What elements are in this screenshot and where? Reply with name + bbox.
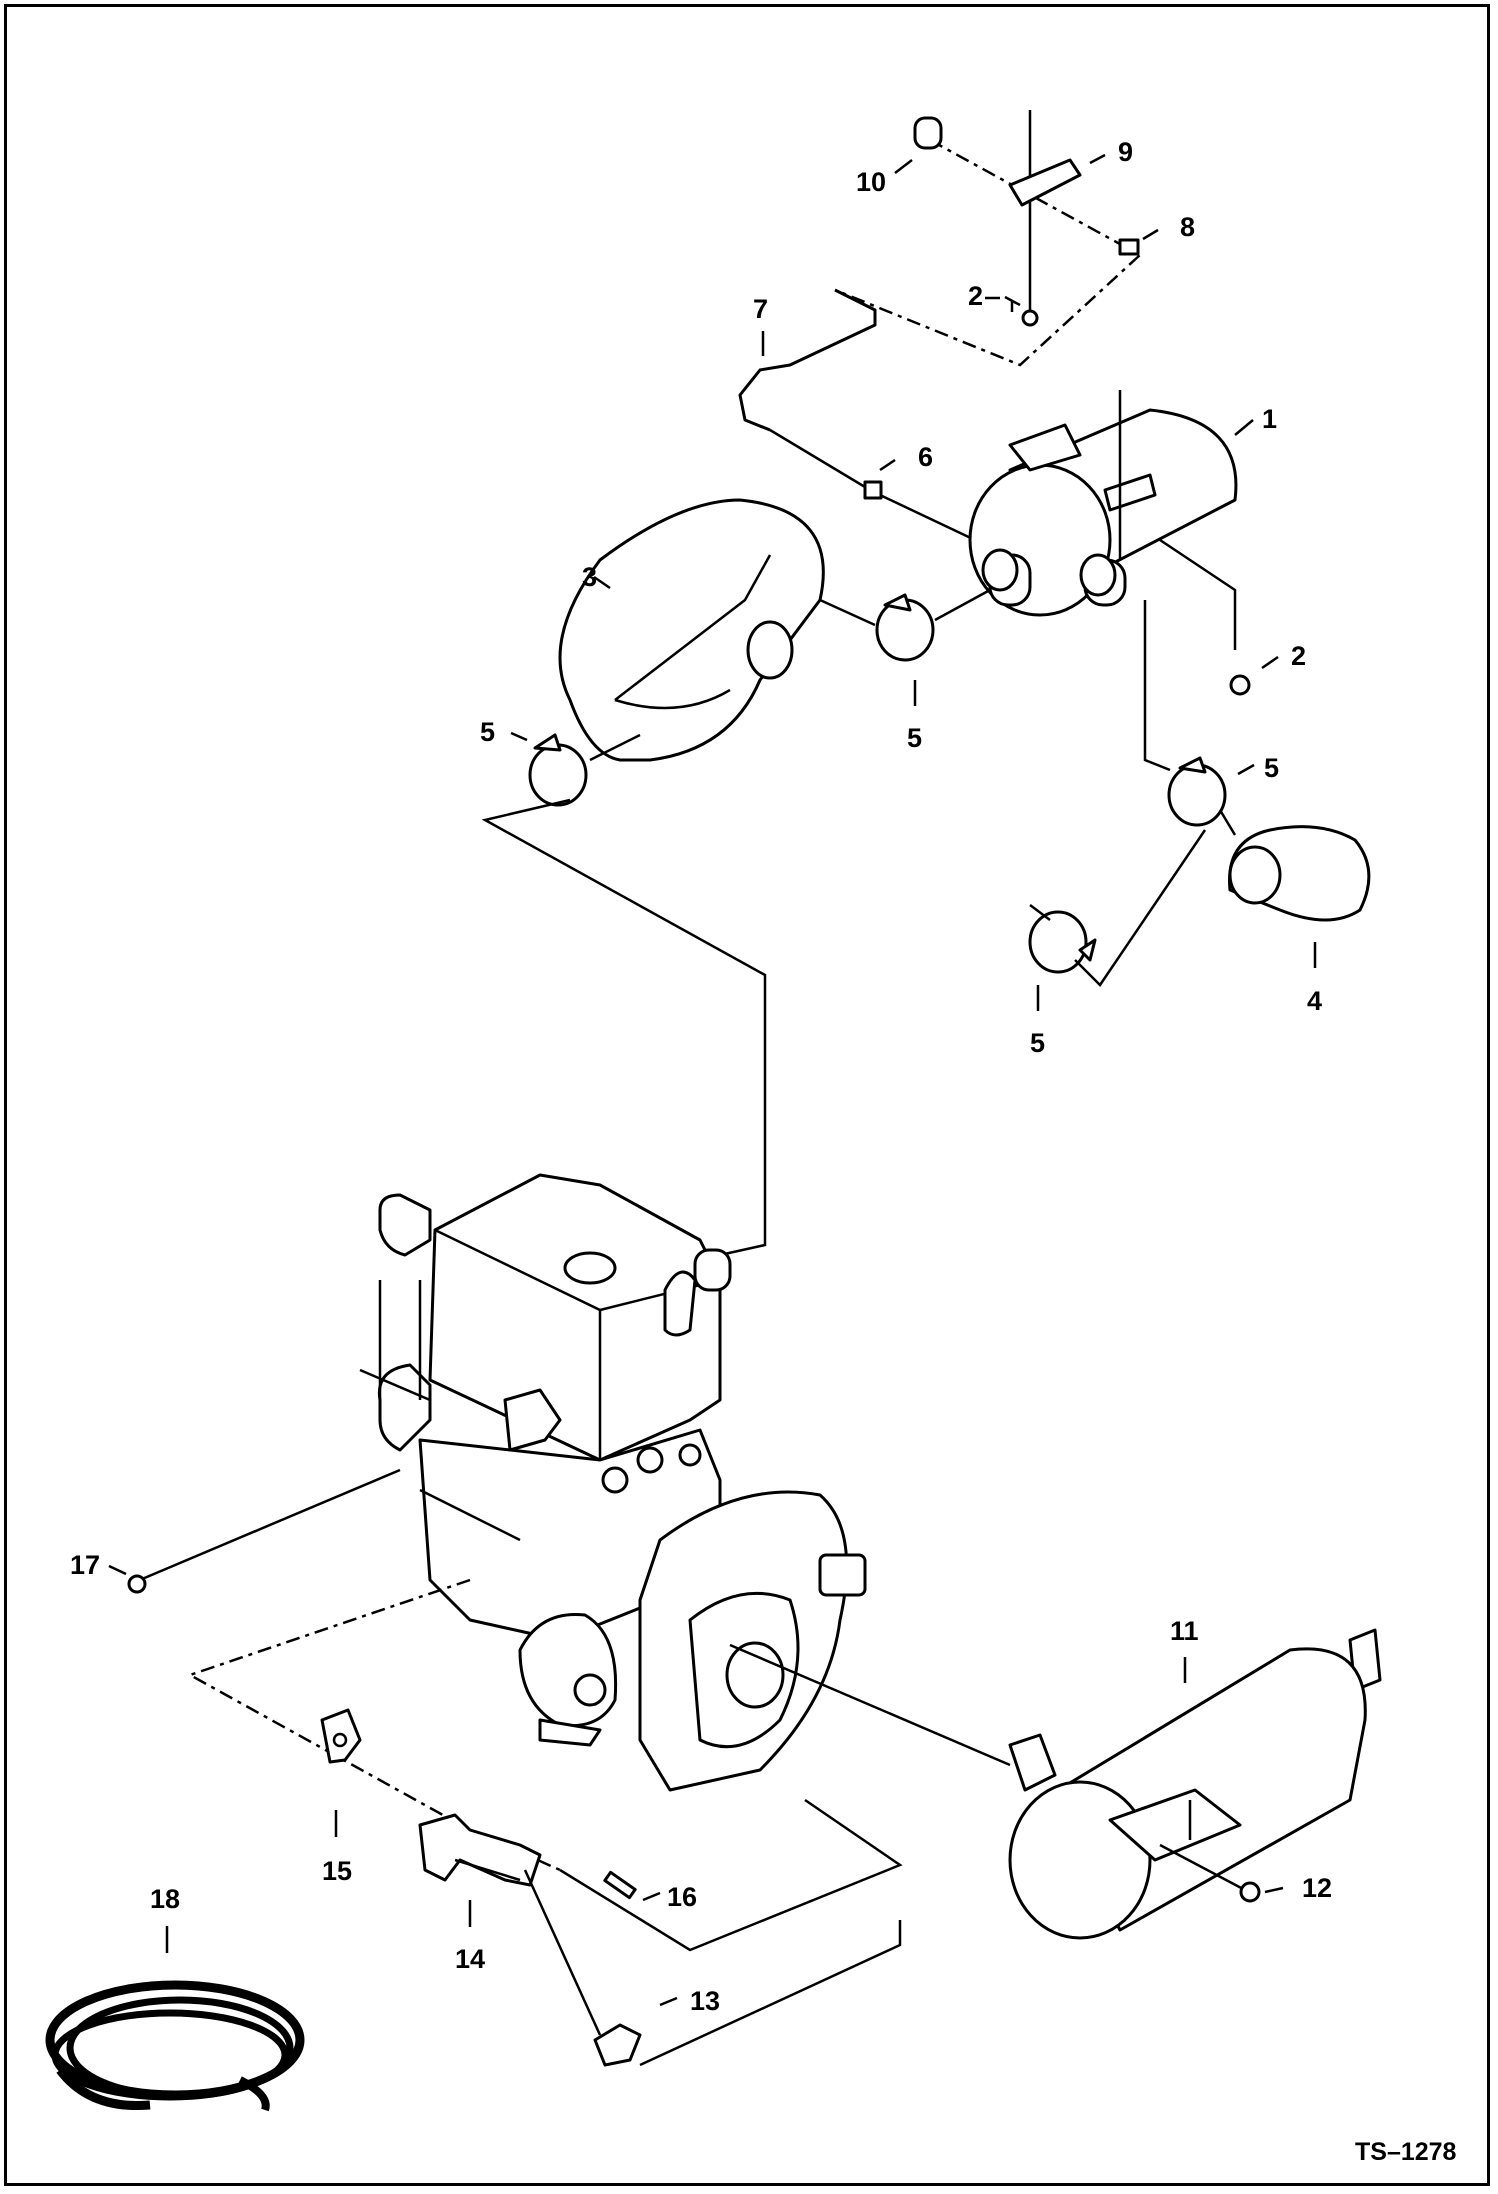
muffler-11 (729, 1628, 1382, 1940)
callout-5-left: 5 (480, 717, 495, 747)
callout-13: 13 (690, 1986, 720, 2016)
bolt-2-lower (1229, 674, 1251, 696)
callout-16: 16 (667, 1882, 697, 1912)
callout-14: 14 (455, 1944, 485, 1974)
nut-8 (1118, 238, 1140, 256)
bolt-16 (603, 1870, 637, 1900)
callout-5-bottom: 5 (1030, 1028, 1045, 1058)
routing-line (481, 798, 767, 1257)
callout-6: 6 (918, 442, 933, 472)
clamp-5d (1028, 910, 1088, 974)
bolt-10 (913, 116, 943, 150)
hose-3 (558, 498, 825, 762)
callout-18: 18 (150, 1884, 180, 1914)
callout-2-upper: 2 (968, 281, 983, 311)
callout-17: 17 (70, 1550, 100, 1580)
bracket-9 (1008, 158, 1082, 207)
tube-assembly (738, 288, 976, 542)
bolt-12 (1239, 1881, 1261, 1903)
tube-7 (738, 288, 877, 432)
reference-code: TS–1278 (1355, 2138, 1457, 2166)
callouts: 1 2 2 3 4 5 5 5 5 6 7 8 9 10 11 12 13 14… (70, 137, 1332, 2016)
callout-7: 7 (753, 294, 768, 324)
engine-block (359, 1173, 867, 1792)
callout-3: 3 (582, 562, 597, 592)
fitting-6 (863, 480, 883, 500)
exhaust-route-solid (559, 1798, 903, 1952)
callout-2-lower: 2 (1291, 641, 1306, 671)
hose-coil-18 (45, 1980, 305, 2112)
leader-13-return (639, 1920, 902, 2067)
callout-4: 4 (1307, 986, 1322, 1016)
callout-11: 11 (1170, 1616, 1199, 1646)
clamp-5c (1167, 763, 1227, 827)
callout-5-right: 5 (1264, 753, 1279, 783)
callout-8: 8 (1180, 212, 1195, 242)
callout-12: 12 (1302, 1873, 1332, 1903)
callout-9: 9 (1118, 137, 1133, 167)
callout-10: 10 (856, 167, 886, 197)
air-cleaner (968, 390, 1251, 696)
bracket-13 (593, 2023, 642, 2067)
callout-5-center: 5 (907, 723, 922, 753)
gasket-15 (320, 1708, 362, 1764)
callout-15: 15 (322, 1856, 352, 1886)
clamp-5a (528, 743, 588, 807)
tube-14 (418, 1813, 542, 1887)
muffler-body (1008, 1780, 1152, 1940)
plug-17 (127, 1574, 147, 1594)
leader-17 (134, 1468, 401, 1584)
nut-2-upper (1021, 309, 1039, 327)
leader-13-route (523, 1869, 602, 2036)
callout-1: 1 (1262, 404, 1277, 434)
bracket-assembly (834, 110, 1143, 367)
clamps-5 (528, 588, 1227, 974)
elbow-4 (1029, 600, 1371, 987)
